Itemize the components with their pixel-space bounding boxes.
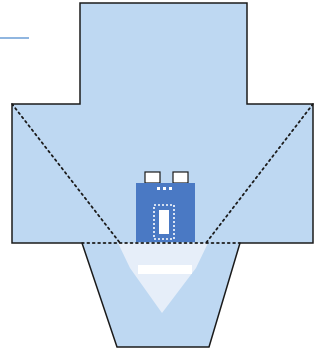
device-lens <box>159 210 169 234</box>
dotted-line-left <box>11 103 121 244</box>
light-beam-band <box>138 265 192 274</box>
device-lens-frame <box>153 204 175 240</box>
device-tab-right <box>172 171 189 184</box>
light-beam <box>118 243 208 313</box>
indicator-light <box>163 187 166 190</box>
dotted-line-right <box>205 103 314 244</box>
indicator-light <box>157 187 160 190</box>
device-indicator-lights <box>157 187 172 190</box>
dotted-sight-lines <box>11 103 314 244</box>
indicator-light <box>169 187 172 190</box>
device-tab-left <box>144 171 161 184</box>
